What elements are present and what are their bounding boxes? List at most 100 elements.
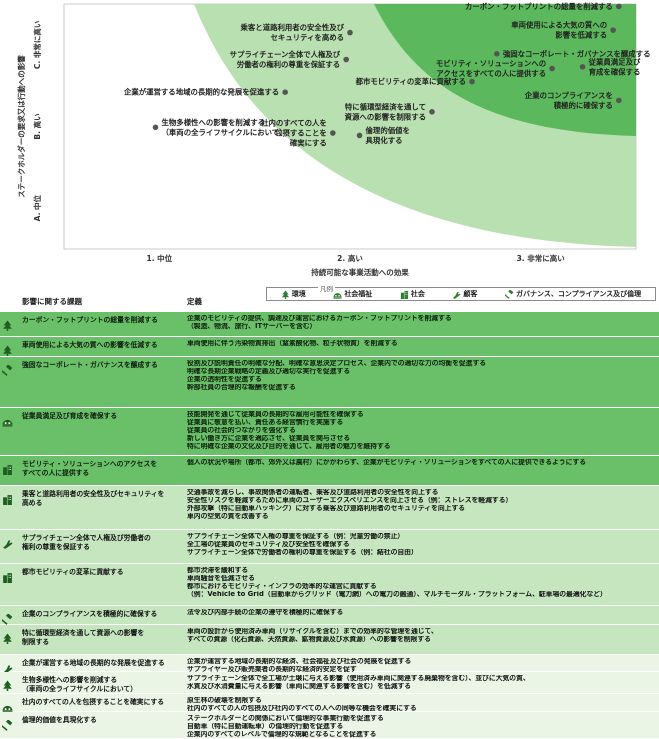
issue-cell: 都市モビリティの変革に貢献する bbox=[22, 568, 184, 577]
issue-cell: 乗客と道路利用者の安全性及びセキュリティを高める bbox=[22, 490, 184, 507]
point-label: アクセスをすべての人に提供する bbox=[436, 69, 546, 78]
gavel-icon bbox=[1, 364, 13, 376]
issue-cell: 企業のコンプライアンスを積極的に確保する bbox=[22, 610, 184, 619]
category-icon-cell bbox=[1, 610, 16, 625]
point-marker bbox=[347, 29, 353, 36]
category-icon-cell bbox=[1, 716, 16, 731]
definition-text: サプライチェーン全体で全工場が土壌に与える影響（使用済み車両に関連する廃棄物を含… bbox=[187, 675, 530, 682]
issue-text: 企業が運営する地域の長期的な発展を促進する bbox=[22, 659, 165, 667]
category-icon-cell bbox=[2, 316, 16, 331]
point-label: 車両使用による大気の質への bbox=[511, 21, 607, 30]
category-icon-cell bbox=[2, 568, 16, 583]
table-row: 特に循環型経済を通して資源への影響を制限する車両の設計から使用済み車両（リサイク… bbox=[0, 625, 659, 655]
definition-cell: 企業が運営する地域の長期的な経済、社会福祉及び社会の発展を促進するサプライヤー及… bbox=[187, 658, 655, 674]
chart-point: 企業が運営する地域の長期的な発展を促進する bbox=[123, 88, 288, 97]
definition-text: 車両使用に伴う汚染物質排出（窒素酸化物、粒子状物質）を削減する bbox=[187, 340, 398, 347]
issues-table: カーボン・フットプリントの総量を削減する企業のモビリティの提供、調達及び運営にお… bbox=[0, 312, 659, 739]
people-circle-icon bbox=[333, 292, 342, 299]
table-row: カーボン・フットプリントの総量を削減する企業のモビリティの提供、調達及び運営にお… bbox=[0, 312, 659, 337]
issue-text: 企業のコンプライアンスを積極的に確保する bbox=[22, 610, 158, 618]
y-tick-label: B. 高い bbox=[32, 113, 42, 140]
chart-point: カーボン・フットプリントの総量を削減する bbox=[465, 2, 622, 11]
point-marker bbox=[579, 64, 586, 70]
category-icon-cell bbox=[2, 490, 16, 505]
table-row: 乗客と道路利用者の安全性及びセキュリティを高める交通事故を減らし、事故関係者の運… bbox=[0, 486, 659, 530]
table-header: 影響に関する課題 定義 bbox=[22, 296, 262, 308]
point-label: 企業が運営する地域の長期的な発展を促進する bbox=[123, 88, 279, 97]
point-label: 都市モビリティの変革に貢献する bbox=[355, 77, 466, 86]
point-marker bbox=[330, 130, 336, 136]
issue-text: モビリティ・ソリューションへのアクセスを bbox=[22, 460, 158, 468]
definition-cell: ステークホルダーとの関係において倫理的な事業行動を促進する自動車（特に自動運転車… bbox=[187, 715, 655, 739]
issue-text: 制限する bbox=[22, 637, 50, 646]
category-icon-cell bbox=[1, 361, 16, 376]
point-label: カーボン・フットプリントの総量を削減する bbox=[465, 2, 613, 11]
definition-text: （例：Vehicle to Grid（自動車からグリッド（電力網）への電力の融通… bbox=[187, 590, 607, 598]
issue-cell: サプライチェーン全体で人権及び労働者の権利の尊重を保証する bbox=[22, 534, 184, 551]
point-label: 資源への影響を制限する bbox=[345, 112, 426, 121]
point-label: 強固なコーポレート・ガバナンスを醸成する bbox=[503, 49, 651, 58]
issue-cell: モビリティ・ソリューションへのアクセスをすべての人に提供する bbox=[22, 460, 184, 477]
building-icon bbox=[3, 495, 12, 505]
definition-text: すべての資源（化石資源、天然資源、鉱物資源及び水資源）への影響を制限する bbox=[187, 635, 431, 643]
category-icon-cell bbox=[2, 698, 16, 713]
people-circle-icon bbox=[2, 419, 13, 427]
tree-icon bbox=[3, 345, 12, 356]
chart-point: 社内のすべての人を包摂することを確実にする bbox=[260, 119, 336, 148]
table-row: サプライチェーン全体で人権及び労働者の権利の尊重を保証するサプライチェーン全体で… bbox=[0, 530, 659, 564]
hand-icon bbox=[3, 540, 13, 549]
definition-text: 原生林の破壊を制限する bbox=[187, 697, 262, 704]
issue-text: 特に循環型経済を通して資源への影響を bbox=[22, 629, 145, 637]
point-label: （車両の全ライフサイクルにおいて） bbox=[162, 128, 287, 137]
definition-cell: 車両の設計から使用済み車両（リサイクルを含む）までの効率的な管理を通じて、すべて… bbox=[187, 628, 655, 644]
point-label: 特に循環型経済を通して bbox=[345, 102, 426, 111]
definition-text: 明確な長期企業戦略の定義及び適切な実行を促進する bbox=[187, 367, 351, 375]
definition-text: 車両の設計から使用済み車両（リサイクルを含む）までの効率的な管理を通じて、 bbox=[187, 628, 438, 635]
issue-text: すべての人に提供する bbox=[22, 468, 90, 477]
issue-cell: 従業員満足及び育成を確保する bbox=[22, 412, 184, 421]
x-tick-label: 3. 非常に高い bbox=[517, 253, 566, 263]
building-icon bbox=[3, 573, 12, 583]
issue-text: 乗客と道路利用者の安全性及びセキュリティを bbox=[22, 490, 165, 498]
legend-item-label: 社会福祉 bbox=[344, 290, 373, 298]
category-icon-cell bbox=[2, 534, 16, 549]
chart-background bbox=[63, 3, 637, 250]
table-row: 車両使用による大気の質への影響を低減する 車両使用に伴う汚染物質排出（窒素酸化物、… bbox=[0, 337, 659, 357]
chart-point: 生物多様性への影響を削減する（車両の全ライフサイクルにおいて） bbox=[152, 118, 287, 137]
point-label: 従業員満足及び bbox=[588, 57, 641, 66]
issue-cell: 企業が運営する地域の長期的な発展を促進する bbox=[22, 659, 184, 668]
table-row: モビリティ・ソリューションへのアクセスをすべての人に提供する個人の状況や場所（都… bbox=[0, 456, 659, 486]
legend-title: 凡例 bbox=[318, 283, 335, 293]
definition-cell: 原生林の破壊を制限する社内のすべての人の包摂及び社内のすべての人への同等な機会を… bbox=[187, 697, 655, 713]
legend-item: 社会 bbox=[400, 289, 425, 299]
people-circle-icon bbox=[2, 705, 13, 713]
issue-cell: 特に循環型経済を通して資源への影響を制限する bbox=[22, 629, 184, 646]
issue-text: 車両使用による大気の質への影響を低減する bbox=[22, 341, 158, 349]
legend-item: 環境 bbox=[281, 289, 306, 299]
definition-cell: 都市渋滞を緩和する車両騒音を低減させる都市におけるモビリティ・インフラの効率的な… bbox=[187, 567, 655, 599]
legend-item-label: 社会 bbox=[410, 290, 425, 298]
header-definition: 定義 bbox=[187, 297, 202, 306]
point-marker bbox=[343, 56, 349, 63]
category-icon-cell bbox=[2, 460, 16, 475]
table-row: 企業のコンプライアンスを積極的に確保する 法令及び内部手続の企業の遵守を積極的に確… bbox=[0, 606, 659, 625]
tree-icon bbox=[281, 289, 289, 299]
issue-text: 従業員満足及び育成を確保する bbox=[22, 412, 118, 420]
definition-text: 法令及び内部手続の企業の遵守を積極的に確保する bbox=[187, 609, 344, 616]
definition-text: サプライヤー及び販売業者の長期的な経済的安定を促す bbox=[187, 665, 357, 673]
issue-text: 倫理的価値を具現化する bbox=[22, 716, 97, 724]
point-marker bbox=[469, 78, 475, 85]
chart-points: カーボン・フットプリントの総量を削減する車両使用による大気の質への影響を低減する… bbox=[123, 2, 651, 148]
point-label: 企業のコンプライアンスを bbox=[524, 91, 613, 100]
issue-cell: 倫理的価値を具現化する bbox=[22, 716, 184, 725]
issue-text: 都市モビリティの変革に貢献する bbox=[22, 568, 124, 576]
point-label: 積極的に確保する bbox=[553, 101, 613, 110]
issue-text: カーボン・フットプリントの総量を削減する bbox=[22, 316, 158, 324]
definition-text: 幹部社員の合理的な報酬を促進する bbox=[187, 383, 296, 391]
category-icon-cell bbox=[2, 659, 16, 674]
table-row: 倫理的価値を具現化する ステークホルダーとの関係において倫理的な事業行動を促進する… bbox=[0, 712, 659, 739]
definition-text: 企業が運営する地域の長期的な経済、社会福祉及び社会の発展を促進する bbox=[187, 658, 412, 665]
